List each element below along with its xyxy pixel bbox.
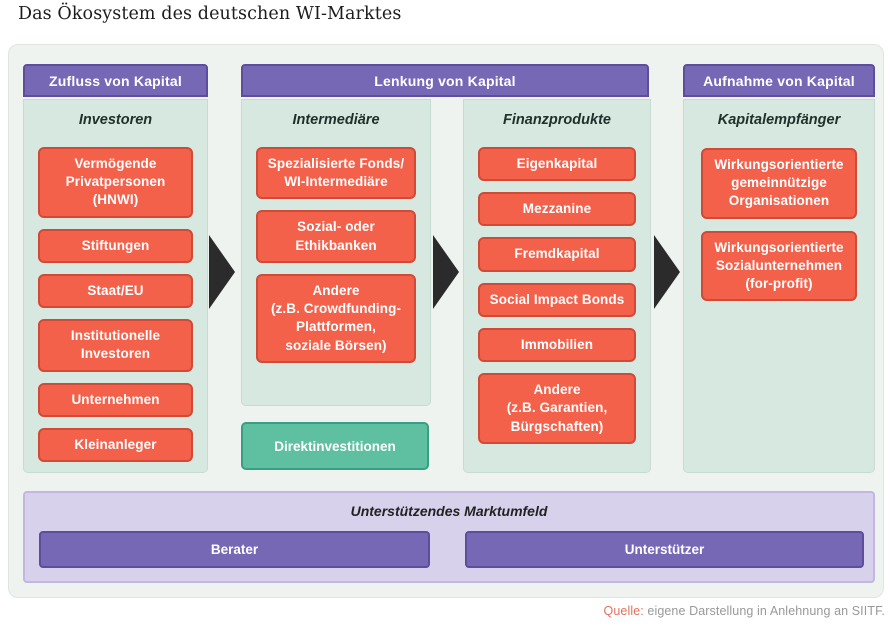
diagram-canvas: Zufluss von Kapital Lenkung von Kapital … xyxy=(8,44,884,598)
figure-title: Das Ökosystem des deutschen WI-Marktes xyxy=(18,4,402,24)
item-box-hnwi: Vermögende Privatpersonen (HNWI) xyxy=(38,147,193,218)
flow-arrow-icon xyxy=(209,235,235,309)
item-box-spezialisierte-fonds: Spezialisierte Fonds/ WI-Intermediäre xyxy=(256,147,416,200)
column-label-finanzprodukte: Finanzprodukte xyxy=(503,112,611,128)
column-label-investoren: Investoren xyxy=(78,112,153,128)
item-box-stiftungen: Stiftungen xyxy=(38,228,193,263)
item-box-institutionelle-investoren: Institutionelle Investoren xyxy=(38,319,193,372)
item-box-unternehmen: Unternehmen xyxy=(38,382,193,417)
unterstuetzer-box: Unterstützer xyxy=(465,531,864,568)
item-box-social-impact-bonds: Social Impact Bonds xyxy=(478,282,636,317)
flow-arrow-icon xyxy=(433,235,459,309)
item-box-gemeinnuetzige-organisationen: Wirkungsorientierte gemeinnützige Organi… xyxy=(701,148,857,219)
item-box-kleinanleger: Kleinanleger xyxy=(38,427,193,462)
source-note: Quelle: eigene Darstellung in Anlehnung … xyxy=(604,604,885,618)
item-box-sozialunternehmen: Wirkungsorientierte Sozialunternehmen (f… xyxy=(701,230,857,302)
column-label-intermediaere: Intermediäre xyxy=(292,112,380,128)
panel-kapitalempfaenger: Kapitalempfänger Wirkungsorientierte gem… xyxy=(683,99,875,473)
column-label-kapitalempfaenger: Kapitalempfänger xyxy=(717,112,841,128)
item-box-fremdkapital: Fremdkapital xyxy=(478,237,636,272)
market-environment-band: Unterstützendes Marktumfeld Berater Unte… xyxy=(23,491,875,583)
item-box-staat-eu: Staat/EU xyxy=(38,273,193,309)
header-aufnahme-von-kapital: Aufnahme von Kapital xyxy=(683,64,875,97)
item-box-andere-finanzprodukte: Andere (z.B. Garantien, Bürgschaften) xyxy=(478,373,636,444)
item-box-ethikbanken: Sozial- oder Ethikbanken xyxy=(256,210,416,263)
direct-investment-box: Direktinvestitionen xyxy=(241,422,429,470)
panel-investoren: Investoren Vermögende Privatpersonen (HN… xyxy=(23,99,208,473)
panel-intermediaere: Intermediäre Spezialisierte Fonds/ WI-In… xyxy=(241,99,431,406)
item-box-eigenkapital: Eigenkapital xyxy=(478,147,636,182)
header-zufluss-von-kapital: Zufluss von Kapital xyxy=(23,64,208,97)
market-environment-label: Unterstützendes Marktumfeld xyxy=(350,503,548,519)
source-text: eigene Darstellung in Anlehnung an SIITF… xyxy=(643,604,885,618)
flow-arrow-icon xyxy=(654,235,680,309)
source-prefix: Quelle: xyxy=(603,604,644,618)
berater-box: Berater xyxy=(39,531,430,568)
panel-finanzprodukte: Finanzprodukte Eigenkapital Mezzanine Fr… xyxy=(463,99,651,473)
item-box-andere-intermediaere: Andere (z.B. Crowdfunding- Plattformen, … xyxy=(256,273,416,363)
header-lenkung-von-kapital: Lenkung von Kapital xyxy=(241,64,649,97)
item-box-immobilien: Immobilien xyxy=(478,327,636,363)
item-box-mezzanine: Mezzanine xyxy=(478,192,636,227)
